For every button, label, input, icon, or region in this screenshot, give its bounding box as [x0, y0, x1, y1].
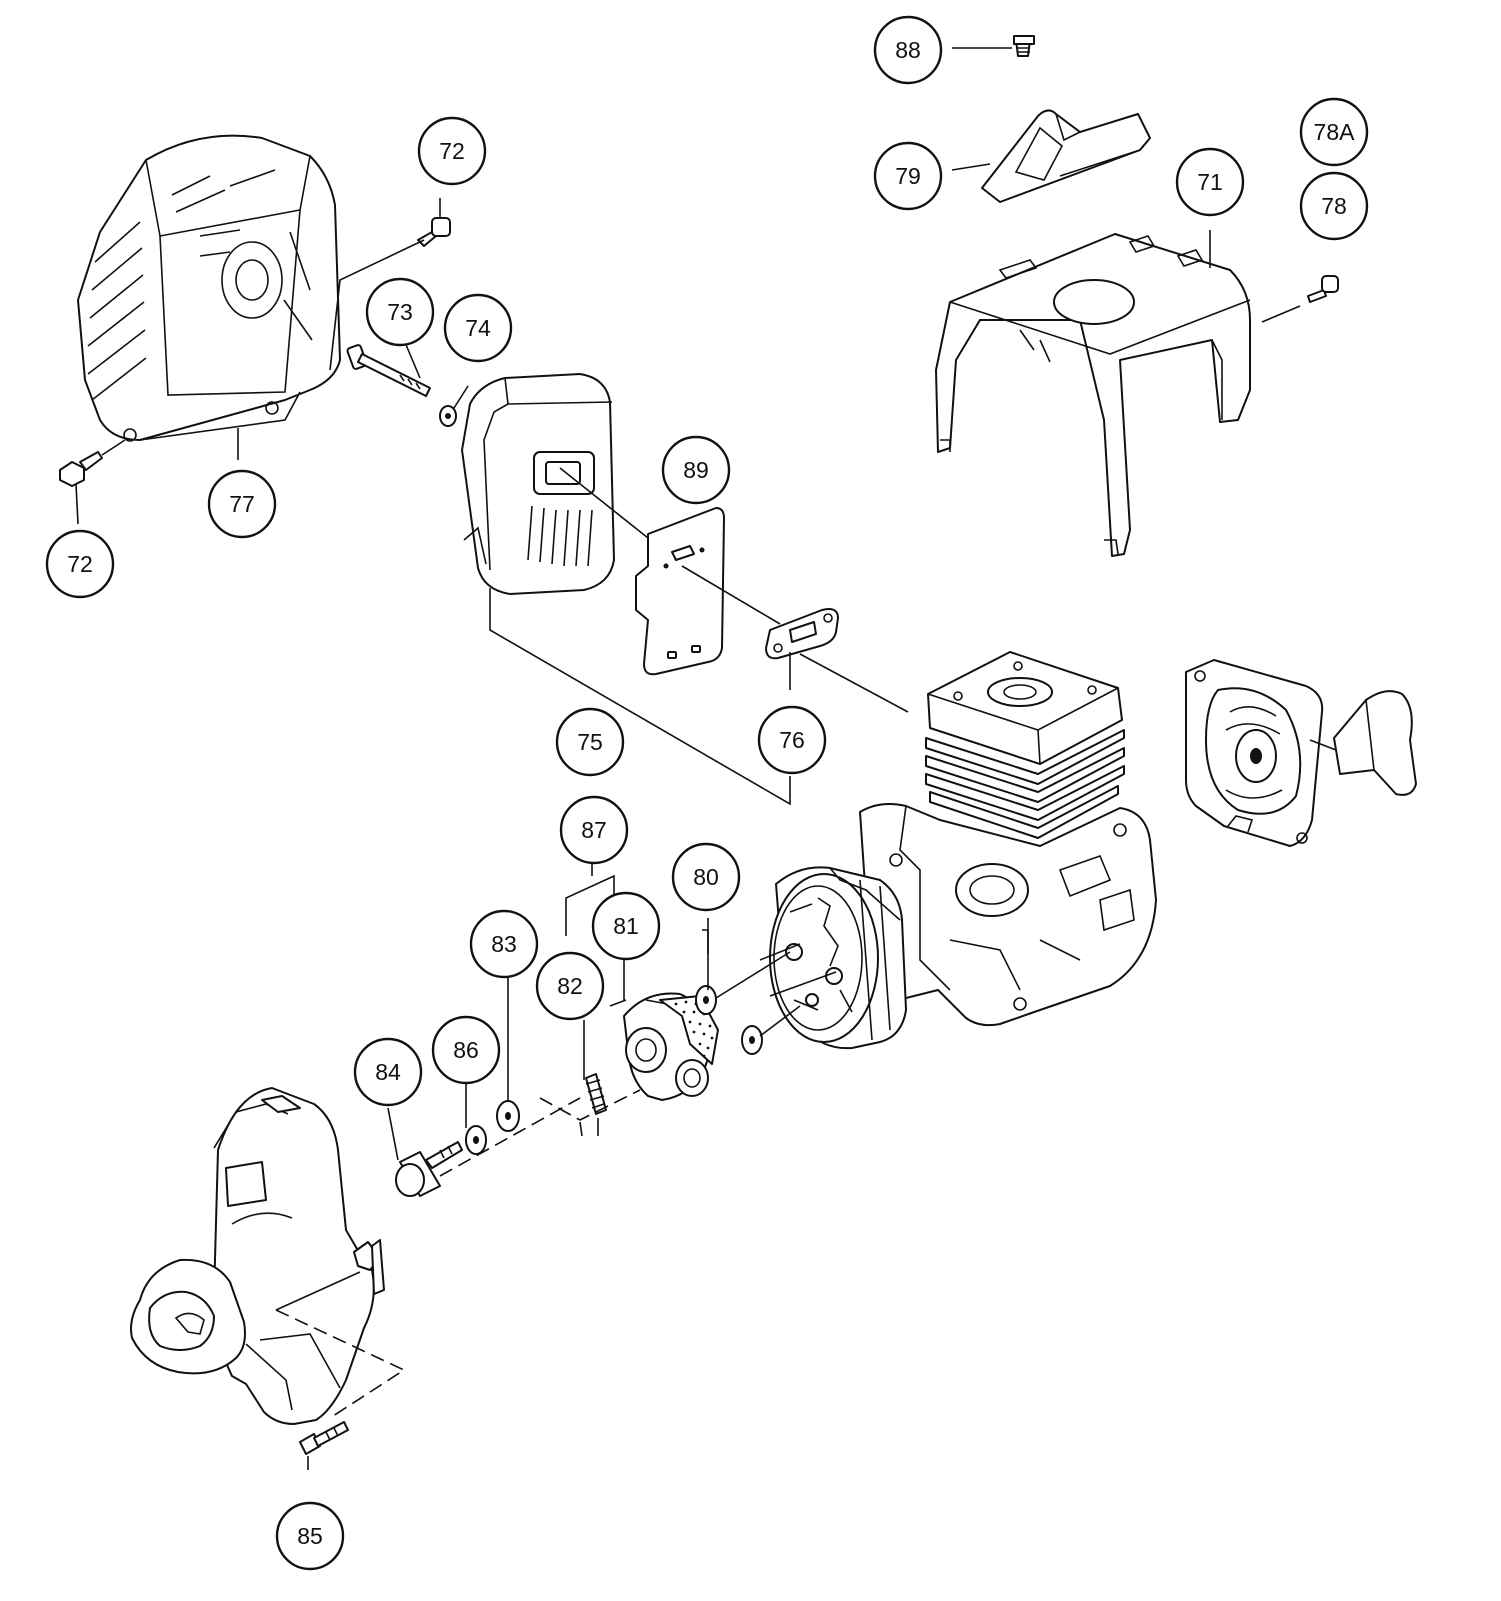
callout-78: 78 — [1299, 171, 1369, 241]
svg-text:78A: 78A — [1314, 119, 1356, 145]
callout-87: 87 — [559, 795, 629, 865]
bolt-72-lower — [59, 451, 103, 487]
callout-73: 73 — [365, 277, 435, 347]
svg-text:77: 77 — [229, 491, 255, 517]
bolt-73 — [346, 344, 431, 397]
washer-80-upper — [695, 985, 717, 1015]
svg-text:80: 80 — [693, 864, 719, 890]
callout-71: 71 — [1175, 147, 1245, 217]
svg-text:86: 86 — [453, 1037, 479, 1063]
clutch-drum-case — [130, 1087, 385, 1425]
flywheel — [769, 866, 907, 1050]
screw-88 — [1013, 35, 1035, 57]
svg-text:72: 72 — [67, 551, 93, 577]
callout-72-lower: 72 — [45, 529, 115, 599]
svg-text:88: 88 — [895, 37, 921, 63]
callout-72-upper: 72 — [417, 116, 487, 186]
top-cover — [935, 233, 1251, 557]
washer-74 — [439, 405, 457, 427]
svg-text:73: 73 — [387, 299, 413, 325]
callout-75: 75 — [555, 707, 625, 777]
svg-text:72: 72 — [439, 138, 465, 164]
callout-84: 84 — [353, 1037, 423, 1107]
screw-85 — [299, 1421, 349, 1455]
callout-86: 86 — [431, 1015, 501, 1085]
callout-88: 88 — [873, 15, 943, 85]
bolt-72-upper — [417, 217, 451, 247]
muffler-gasket — [765, 608, 839, 660]
clutch — [585, 992, 719, 1115]
bolt-84 — [395, 1141, 463, 1197]
svg-text:89: 89 — [683, 457, 709, 483]
svg-text:83: 83 — [491, 931, 517, 957]
muffler-protector — [635, 507, 725, 676]
callout-85: 85 — [275, 1501, 345, 1571]
svg-text:82: 82 — [557, 973, 583, 999]
callout-78a: 78A — [1299, 97, 1369, 167]
svg-text:85: 85 — [297, 1523, 323, 1549]
svg-text:74: 74 — [465, 315, 491, 341]
muffler — [461, 373, 615, 595]
callout-83: 83 — [469, 909, 539, 979]
svg-text:71: 71 — [1197, 169, 1223, 195]
svg-text:81: 81 — [613, 913, 639, 939]
callout-80: 80 — [671, 842, 741, 912]
screw-78 — [1307, 275, 1339, 303]
svg-text:75: 75 — [577, 729, 603, 755]
engine-cylinder — [859, 651, 1157, 1027]
svg-text:87: 87 — [581, 817, 607, 843]
svg-text:76: 76 — [779, 727, 805, 753]
callout-89: 89 — [661, 435, 731, 505]
callout-82: 82 — [535, 951, 605, 1021]
washer-80-lower — [741, 1025, 763, 1055]
cover-grip — [981, 109, 1151, 203]
callout-76: 76 — [757, 705, 827, 775]
recoil-starter — [1185, 659, 1417, 847]
washer-83 — [496, 1100, 520, 1132]
svg-text:79: 79 — [895, 163, 921, 189]
callout-81: 81 — [591, 891, 661, 961]
svg-text:84: 84 — [375, 1059, 401, 1085]
callout-77: 77 — [207, 469, 277, 539]
air-cleaner-cover — [77, 134, 341, 442]
callout-74: 74 — [443, 293, 513, 363]
washer-86 — [465, 1125, 487, 1155]
svg-text:78: 78 — [1321, 193, 1347, 219]
callout-79: 79 — [873, 141, 943, 211]
